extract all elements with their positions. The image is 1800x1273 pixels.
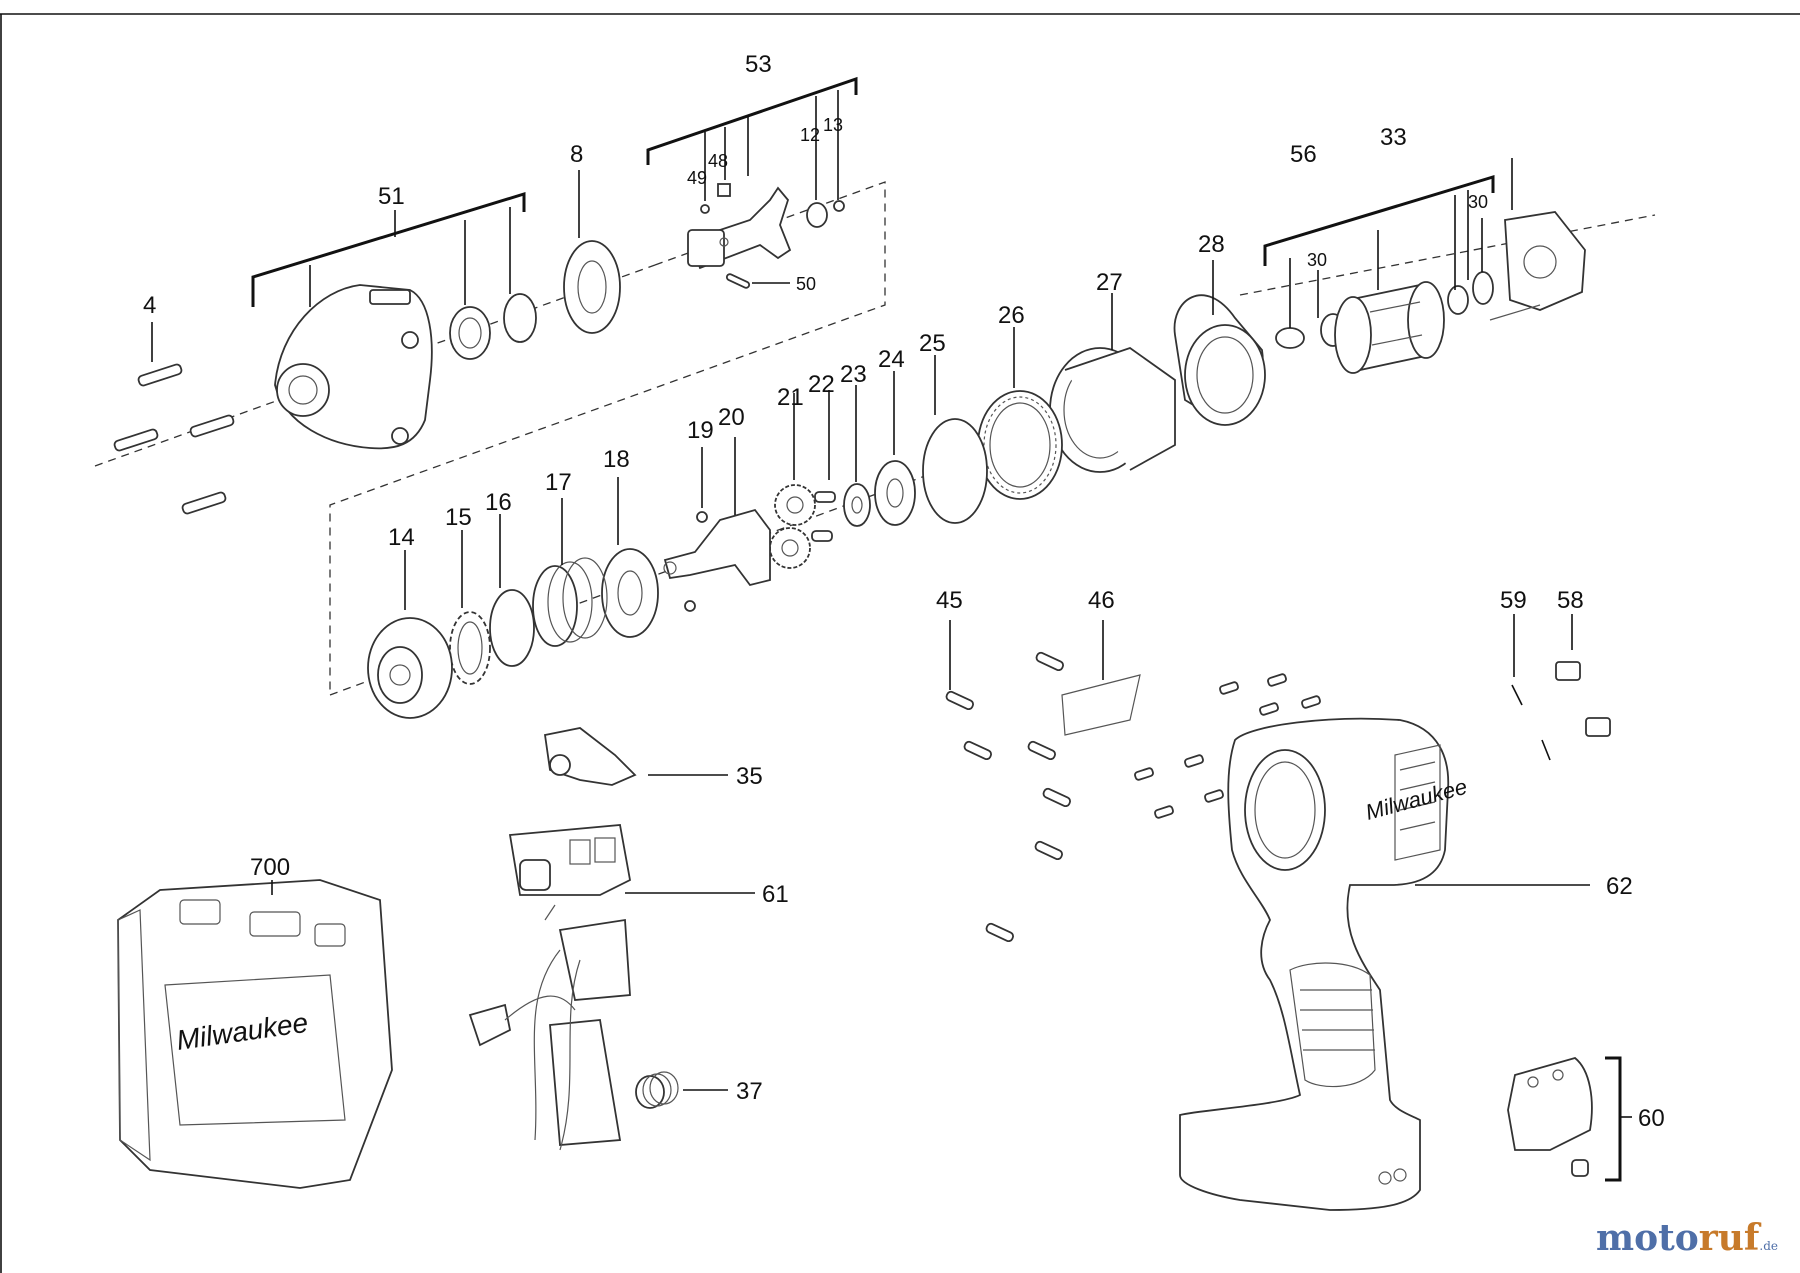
part-20-spindle bbox=[663, 508, 771, 587]
label-59: 59 bbox=[1500, 587, 1527, 614]
label-45: 45 bbox=[936, 587, 963, 614]
label-28: 28 bbox=[1198, 231, 1225, 258]
label-16: 16 bbox=[485, 489, 512, 516]
label-30-right: 30 bbox=[1468, 192, 1488, 212]
label-26: 26 bbox=[998, 302, 1025, 329]
part-35-direction-switch bbox=[543, 727, 637, 786]
label-18: 18 bbox=[603, 446, 630, 473]
part-23-washer bbox=[843, 483, 871, 527]
label-15: 15 bbox=[445, 504, 472, 531]
label-20: 20 bbox=[718, 404, 745, 431]
part-51-oring bbox=[503, 293, 537, 343]
label-33: 33 bbox=[1380, 124, 1407, 151]
label-4: 4 bbox=[143, 292, 156, 319]
part-17-spring bbox=[532, 557, 608, 647]
axis-line-bracket-upper bbox=[329, 181, 886, 695]
label-21: 21 bbox=[777, 384, 804, 411]
label-53: 53 bbox=[745, 51, 772, 78]
label-22: 22 bbox=[808, 371, 835, 398]
part-37-spring bbox=[635, 1071, 679, 1109]
watermark-part1: moto bbox=[1596, 1217, 1699, 1259]
part-4-screws bbox=[113, 363, 235, 515]
part-56-rotor bbox=[1275, 271, 1494, 374]
part-61-trigger-switch bbox=[468, 824, 632, 1151]
label-14: 14 bbox=[388, 524, 415, 551]
part-19-balls bbox=[684, 511, 708, 612]
axis-line-motor bbox=[1239, 214, 1656, 296]
label-48: 48 bbox=[708, 151, 728, 171]
label-46: 46 bbox=[1088, 587, 1115, 614]
part-60-belt-clip bbox=[1507, 1057, 1593, 1177]
label-62: 62 bbox=[1606, 873, 1633, 900]
part-33-stator-board bbox=[1489, 211, 1586, 321]
part-8-washer bbox=[563, 240, 621, 334]
part-53-anvil bbox=[687, 186, 792, 270]
label-58: 58 bbox=[1557, 587, 1584, 614]
housing-pins bbox=[1134, 673, 1321, 819]
part-51-bushing bbox=[449, 306, 491, 360]
label-56: 56 bbox=[1290, 141, 1317, 168]
part-51-hammer-case bbox=[274, 284, 433, 450]
label-35: 35 bbox=[736, 763, 763, 790]
label-700: 700 bbox=[250, 854, 290, 881]
part-27-gear-case bbox=[1049, 347, 1176, 473]
label-30-left: 30 bbox=[1307, 250, 1327, 270]
part-53-small-parts bbox=[700, 183, 845, 289]
part-24-washer bbox=[874, 460, 916, 526]
bracket-53 bbox=[646, 76, 858, 165]
label-37: 37 bbox=[736, 1078, 763, 1105]
watermark-logo: motoruf.de bbox=[1596, 1217, 1778, 1259]
label-60: 60 bbox=[1638, 1105, 1665, 1132]
label-17: 17 bbox=[545, 469, 572, 496]
bracket-60 bbox=[1605, 1056, 1622, 1182]
part-28-housing-ring bbox=[1173, 294, 1266, 426]
part-46-label bbox=[1061, 674, 1141, 736]
label-23: 23 bbox=[840, 361, 867, 388]
part-700-carry-case: Milwaukee bbox=[117, 879, 393, 1189]
part-25-oring bbox=[922, 418, 988, 524]
label-13: 13 bbox=[823, 115, 843, 135]
watermark-suffix: .de bbox=[1759, 1239, 1778, 1253]
label-8: 8 bbox=[570, 141, 583, 168]
label-50: 50 bbox=[796, 274, 816, 294]
label-12: 12 bbox=[800, 125, 820, 145]
part-18-washer bbox=[601, 548, 659, 638]
part-58-bushings bbox=[1555, 661, 1611, 737]
bracket-51 bbox=[251, 191, 526, 307]
label-61: 61 bbox=[762, 881, 789, 908]
part-26-ring-gear bbox=[977, 390, 1063, 500]
label-49: 49 bbox=[687, 168, 707, 188]
part-21-planet-gears bbox=[769, 484, 816, 569]
part-59-pins bbox=[1511, 684, 1551, 761]
label-19: 19 bbox=[687, 417, 714, 444]
label-25: 25 bbox=[919, 330, 946, 357]
part-15-balls-ring bbox=[449, 611, 491, 685]
part-16-ring bbox=[489, 589, 535, 667]
part-62-tool-housing: Milwaukee bbox=[1179, 717, 1470, 1211]
watermark-part2: ruf bbox=[1698, 1217, 1760, 1259]
label-27: 27 bbox=[1096, 269, 1123, 296]
part-14-hammer bbox=[367, 617, 453, 719]
label-24: 24 bbox=[878, 346, 905, 373]
bracket-56 bbox=[1263, 174, 1495, 266]
label-51: 51 bbox=[378, 183, 405, 210]
part-45-screws bbox=[945, 651, 1071, 943]
part-22-pins bbox=[811, 491, 836, 542]
